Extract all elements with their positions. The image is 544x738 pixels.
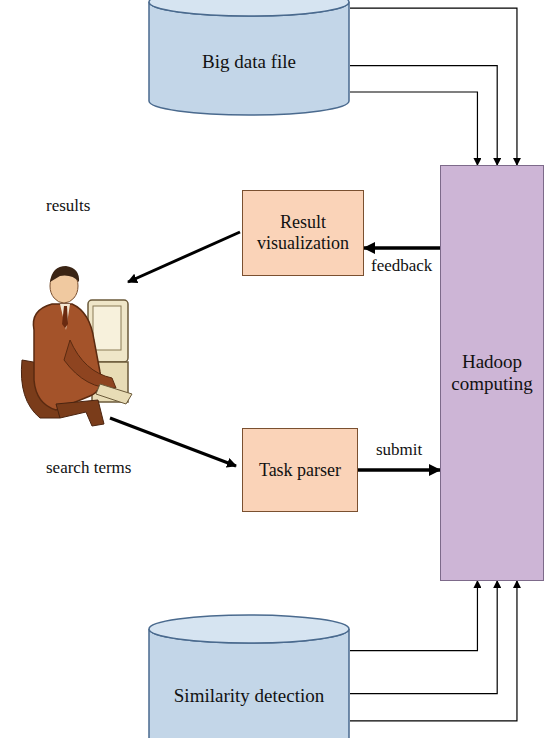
node-label: Task parser bbox=[259, 460, 341, 481]
edge-label: submit bbox=[374, 440, 424, 460]
flow-arrow bbox=[350, 8, 517, 165]
flow-arrow bbox=[350, 581, 517, 721]
flow-arrow bbox=[350, 581, 477, 651]
node-label: Result visualization bbox=[251, 212, 355, 253]
flow-arrow bbox=[350, 581, 497, 694]
flow-arrow bbox=[350, 92, 477, 165]
flow-label: search terms bbox=[44, 458, 133, 478]
user-figure bbox=[21, 266, 132, 426]
flow-label: results bbox=[44, 196, 92, 216]
database-cylinder: Big data file bbox=[148, 0, 350, 115]
edge-label: feedback bbox=[369, 256, 434, 276]
node-label: Hadoop computing bbox=[449, 351, 535, 395]
flow-arrow bbox=[350, 66, 497, 165]
flow-arrow bbox=[358, 468, 440, 472]
node-label: Big data file bbox=[202, 51, 296, 73]
process-box: Task parser bbox=[242, 428, 358, 512]
node-label: Similarity detection bbox=[174, 685, 324, 707]
cylinder-outline bbox=[148, 615, 350, 738]
process-box: Hadoop computing bbox=[440, 165, 544, 581]
process-box: Result visualization bbox=[242, 190, 364, 276]
database-cylinder: Similarity detection bbox=[148, 615, 350, 738]
result-arrow bbox=[128, 232, 240, 282]
flow-arrow bbox=[364, 246, 440, 250]
